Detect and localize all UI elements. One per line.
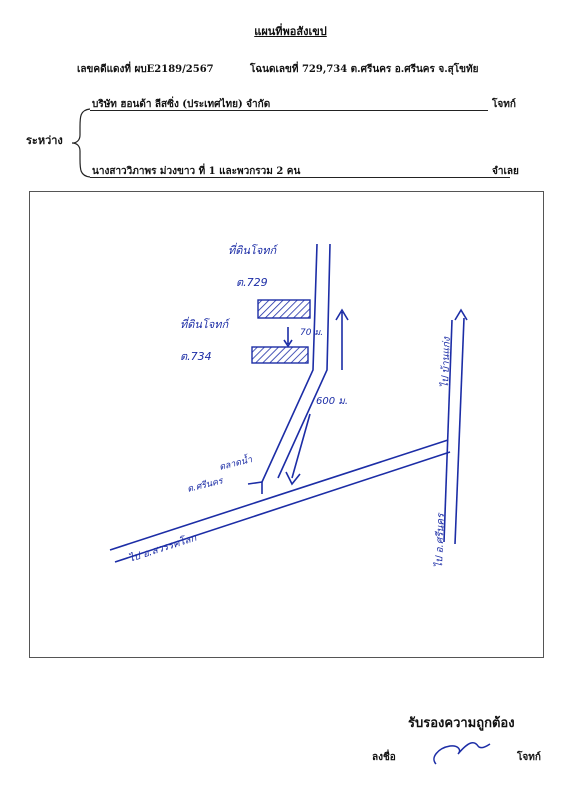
case-number: เลขคดีแดงที่ ผบE2189/2567 (77, 64, 214, 75)
label-road-left: ไป อ.สวรรคโลก (127, 531, 199, 564)
landmark-marker (247, 481, 263, 494)
plaintiff-role: โจทก์ (492, 99, 516, 110)
between-label: ระหว่าง (26, 134, 63, 147)
label-distance-near: 70 ม. (300, 328, 323, 338)
arrow-up-right (454, 308, 468, 321)
label-landmark-1: ตลาดน้ำ (218, 452, 255, 473)
plot-upper (257, 299, 311, 319)
label-road-up: ไป บ้านแก่ง (439, 336, 453, 388)
certification-text: รับรองความถูกต้อง (408, 716, 515, 731)
label-road-down: ไป อ.ศรีนคร (433, 512, 447, 568)
right-road-left-edge (443, 319, 453, 543)
sign-role: โจทก์ (517, 752, 541, 763)
road-lines (109, 243, 468, 563)
map-sketch: ที่ดินโจทก์ ต.729 ที่ดินโจทก์ ต.734 70 ม… (109, 242, 468, 568)
signature-icon (433, 741, 491, 765)
arrow-down-road (285, 413, 311, 486)
plot-lower (251, 346, 309, 364)
brace-icon (71, 108, 91, 178)
right-road-right-edge (454, 317, 465, 545)
map-frame: ที่ดินโจทก์ ต.729 ที่ดินโจทก์ ต.734 70 ม… (29, 191, 544, 658)
label-landmark-2: ต.ศรีนคร (186, 475, 225, 495)
deed-info: โฉนดเลขที่ 729,734 ต.ศรีนคร อ.ศรีนคร จ.ส… (250, 64, 479, 75)
main-road-upper-edge (109, 439, 449, 551)
label-plot-upper-1: ที่ดินโจทก์ (228, 242, 279, 257)
sign-label: ลงชื่อ (372, 752, 396, 763)
defendant-name: นางสาววิภาพร ม่วงขาว ที่ 1 และพวกรวม 2 ค… (92, 166, 301, 177)
distance-marker (283, 327, 293, 348)
plaintiff-name: บริษัท ฮอนด้า ลีสซิ่ง (ประเทศไทย) จำกัด (92, 99, 271, 110)
main-road-lower-edge (114, 451, 451, 563)
label-distance-road: 600 ม. (316, 396, 348, 407)
defendant-underline (90, 177, 510, 178)
document-title: แผนที่พอสังเขป (254, 25, 327, 38)
defendant-role: จำเลย (492, 166, 519, 177)
label-plot-lower-2: ต.734 (180, 350, 212, 363)
arrow-up-road (335, 308, 349, 370)
plaintiff-underline (90, 110, 488, 111)
access-road-right-edge (277, 243, 331, 479)
label-plot-lower-1: ที่ดินโจทก์ (180, 316, 231, 331)
label-plot-upper-2: ต.729 (236, 276, 268, 289)
access-road-left-edge (261, 243, 318, 483)
